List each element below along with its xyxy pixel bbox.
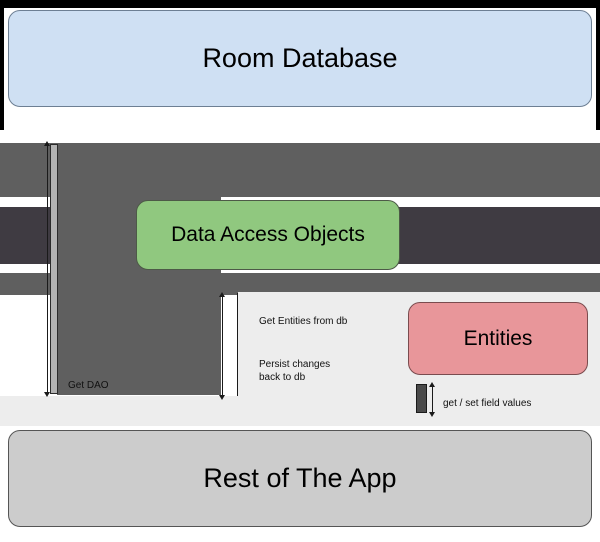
lifeline-activation-dao[interactable] [50,144,58,394]
edge-label-get-entities-from-db: Get Entities from db [259,316,348,327]
capture-top-strip [0,0,600,8]
node-data-access-objects-label: Data Access Objects [171,223,365,247]
node-entities-label: Entities [463,326,533,350]
edge-label-persist-changes-line1: Persist changes [259,359,331,370]
node-rest-of-the-app-label: Rest of The App [203,462,397,493]
node-entities[interactable]: Entities [408,302,588,375]
lower-label-panel [0,396,600,426]
capture-left-edge [0,0,4,130]
edge-label-get-dao: Get DAO [68,380,109,391]
node-room-database-label: Room Database [202,42,398,73]
node-data-access-objects[interactable]: Data Access Objects [136,200,400,270]
arrow-get-set-field-values [429,382,435,417]
edge-label-get-set-field-values: get / set field values [443,398,532,409]
lifeline-activation-field-values[interactable] [416,384,427,413]
lifeline-rule-entities [237,293,238,396]
node-room-database[interactable]: Room Database [8,10,592,107]
capture-right-edge [596,0,600,130]
arrow-get-dao [44,141,50,397]
edge-label-persist-changes-line2: back to db [259,372,306,383]
arrow-entities-messages [219,292,225,400]
node-rest-of-the-app[interactable]: Rest of The App [8,430,592,527]
